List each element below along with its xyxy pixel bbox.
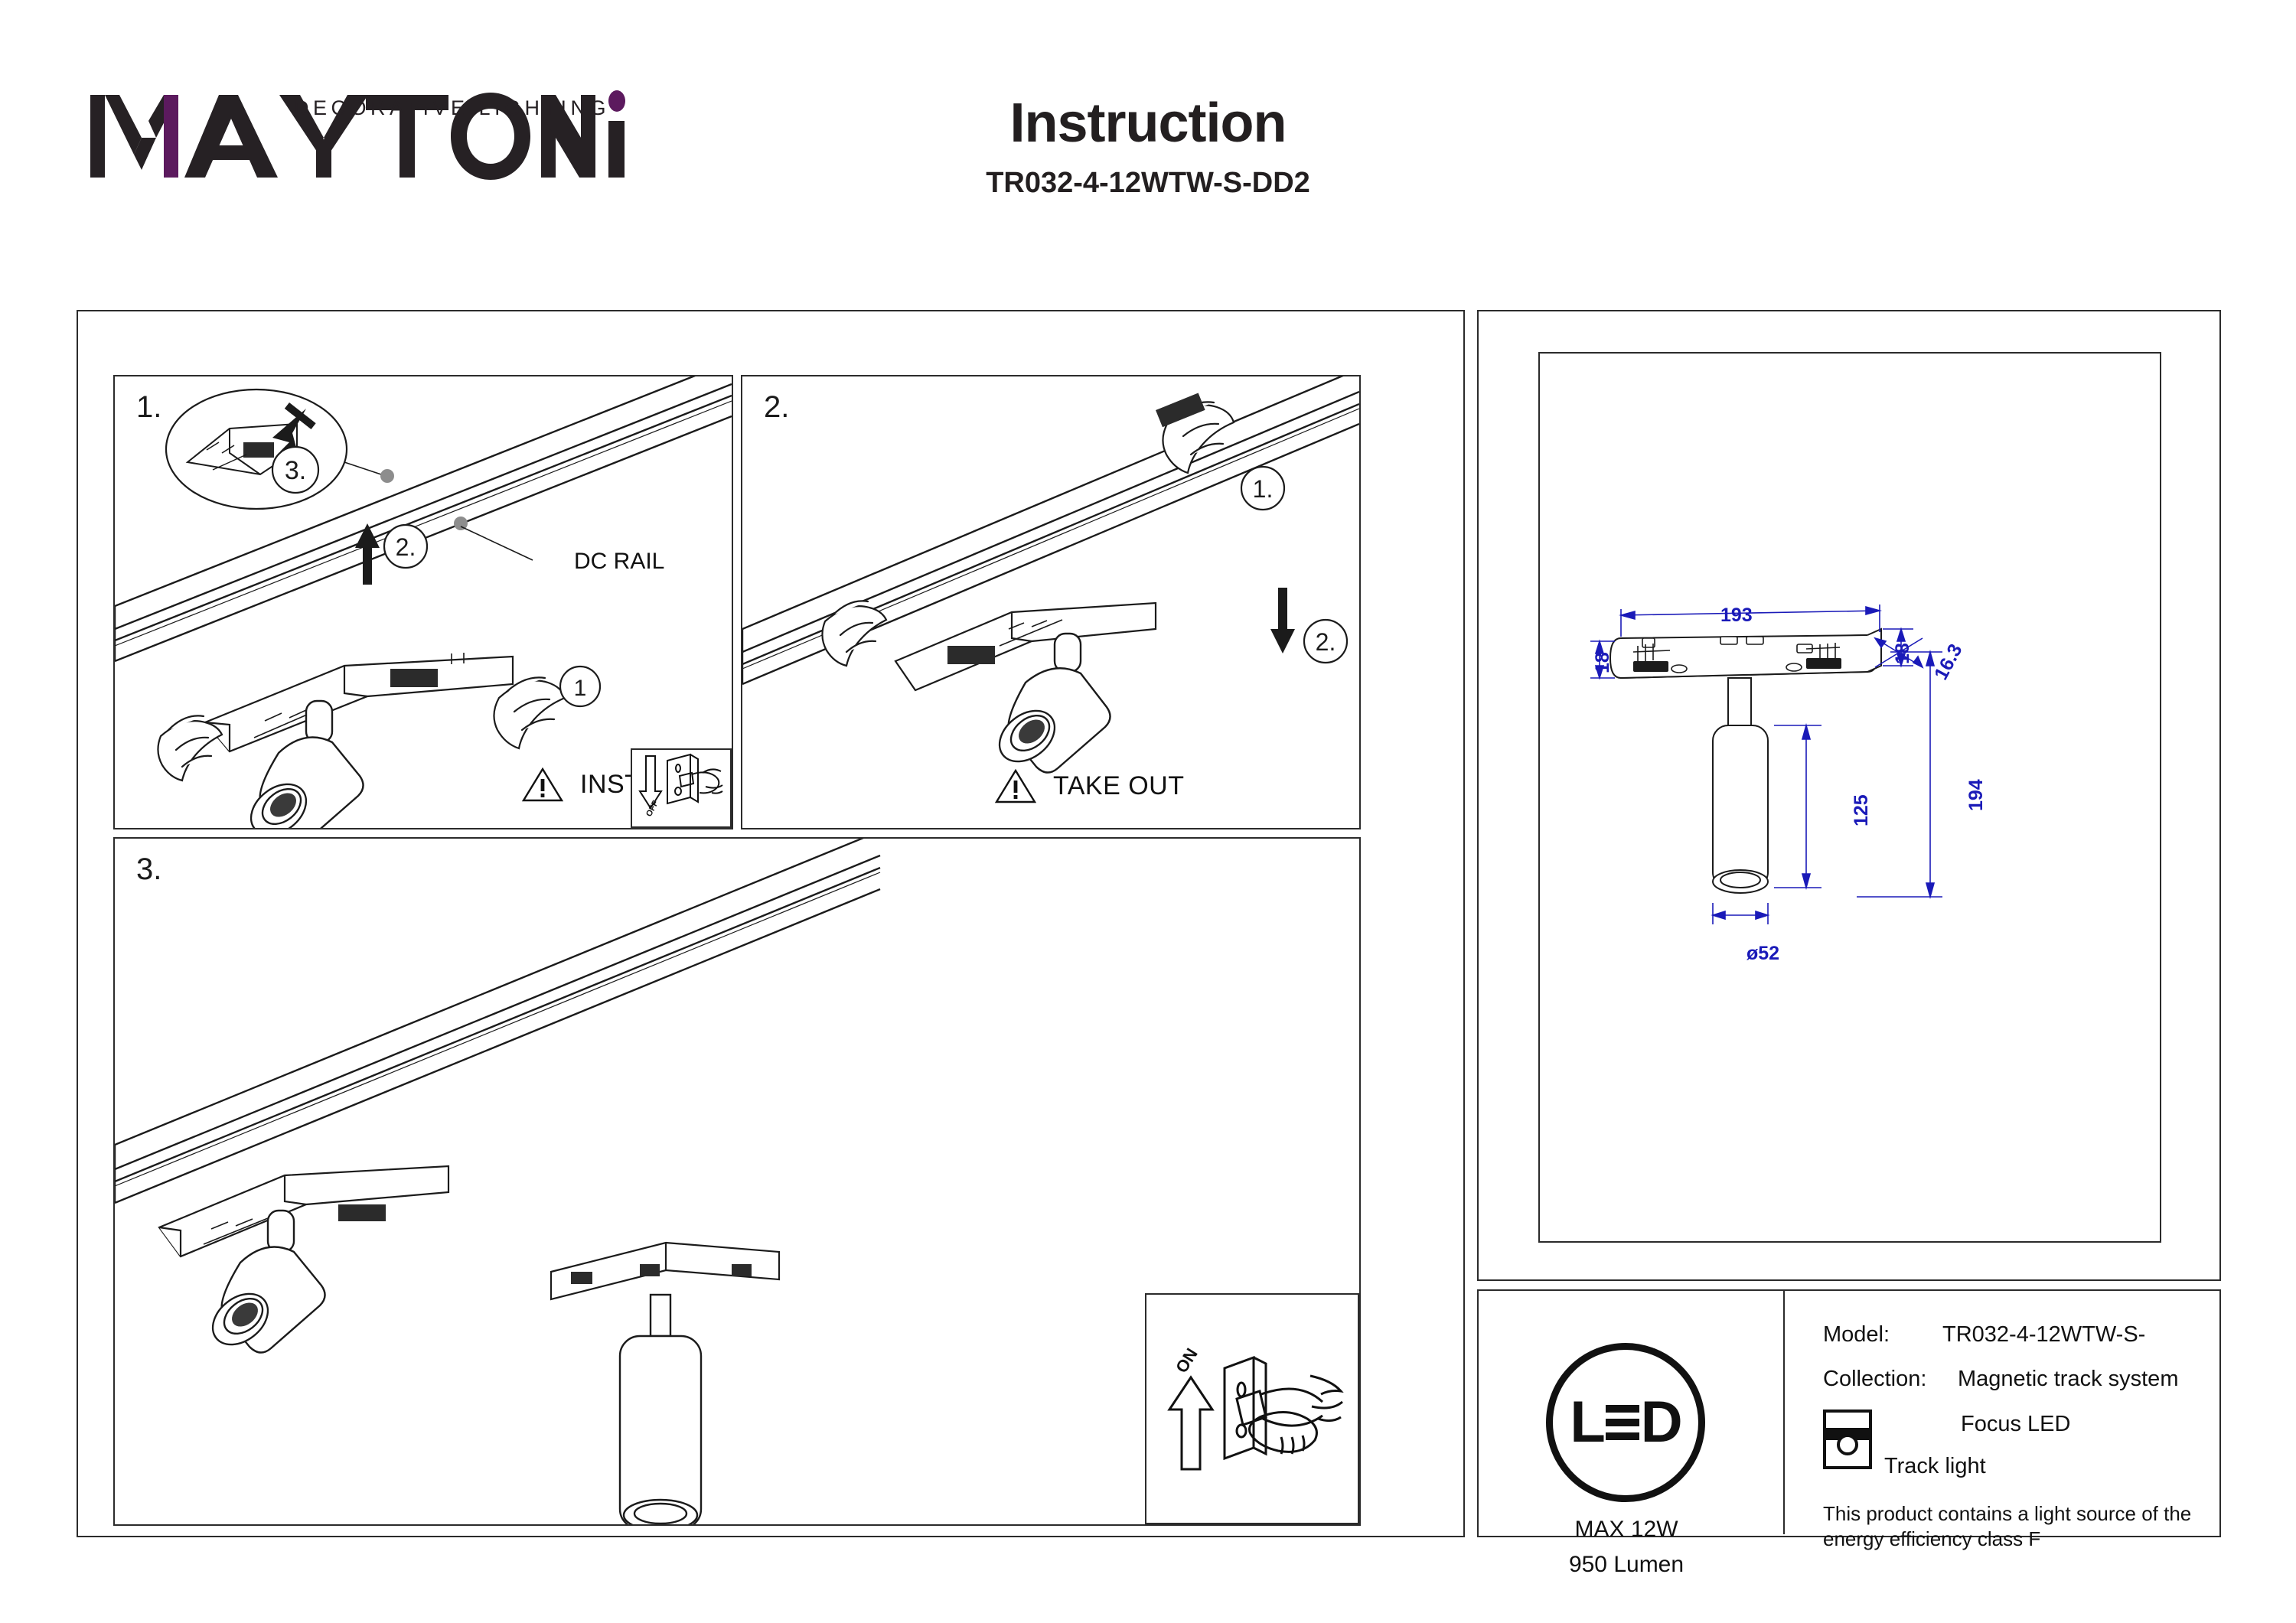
step-number-2: 2. — [764, 390, 790, 424]
product-info-split — [1477, 1289, 2218, 1534]
dim-track-length: 193 — [1720, 605, 1753, 626]
model-value: TR032-4-12WTW-S- — [1942, 1322, 2146, 1347]
brand-logo — [90, 90, 625, 182]
svg-text:3.: 3. — [285, 456, 306, 485]
panel-install-illustration: 3. — [115, 376, 732, 828]
collection-value: Magnetic track system — [1958, 1367, 2179, 1391]
switch-on-label: ON — [1172, 1344, 1202, 1376]
switch-off-icon-box: OFF — [631, 748, 732, 828]
switch-off-icon: OFF — [638, 753, 723, 818]
brand-tagline: DECORATIVE LIGHTING — [294, 96, 611, 119]
warning-triangle-icon — [994, 768, 1037, 803]
svg-text:2.: 2. — [396, 533, 416, 561]
svg-text:1: 1 — [574, 676, 587, 701]
maytoni-wordmark-icon — [90, 90, 625, 180]
takeout-action-row: TAKE OUT — [994, 768, 1185, 803]
technical-drawing-inner-frame — [1538, 352, 2161, 1243]
dim-height-right: 18 — [1892, 643, 1913, 664]
dim-diameter: ø52 — [1746, 943, 1780, 964]
collection-key: Collection: — [1823, 1367, 1927, 1391]
svg-text:2.: 2. — [1316, 628, 1336, 656]
product-dimension-drawing — [1590, 605, 1942, 924]
track-light-icon — [1823, 1410, 1872, 1469]
type-value: Track light — [1884, 1454, 1986, 1478]
step-number-1: 1. — [136, 390, 162, 424]
step-number-3: 3. — [136, 852, 162, 886]
document-model-code: TR032-4-12WTW-S-DD2 — [986, 167, 1310, 199]
panel-final-illustration — [115, 839, 881, 1524]
led-lumen: 950 Lumen — [1568, 1552, 1684, 1577]
logo-i-dot-icon — [608, 90, 625, 112]
series-value: Focus LED — [1961, 1412, 2071, 1436]
dim-height-left: 18 — [1592, 652, 1613, 673]
track-light-bulb — [1837, 1434, 1858, 1455]
takeout-action-label: TAKE OUT — [1053, 771, 1185, 800]
panel-takeout: 2. — [741, 375, 1361, 829]
dim-body-height: 125 — [1851, 794, 1872, 826]
dim-total-height: 194 — [1965, 779, 1987, 811]
dc-rail-callout-label: DC RAIL — [574, 549, 665, 574]
info-divider — [1783, 1289, 1785, 1534]
energy-efficiency-note: This product contains a light source of … — [1823, 1502, 2192, 1551]
page-title: Instruction — [1009, 93, 1287, 154]
logo-accent-bar — [164, 95, 178, 178]
switch-on-icon: ON — [1167, 1344, 1344, 1471]
led-equals-glyph — [1605, 1403, 1639, 1442]
warning-triangle-icon — [521, 767, 564, 802]
led-max-power: MAX 12W — [1574, 1517, 1678, 1542]
svg-text:1.: 1. — [1253, 475, 1274, 503]
panel-takeout-illustration: 1. 2. — [742, 376, 1359, 774]
switch-on-icon-box: ON — [1145, 1293, 1359, 1524]
model-key: Model: — [1823, 1322, 1890, 1347]
